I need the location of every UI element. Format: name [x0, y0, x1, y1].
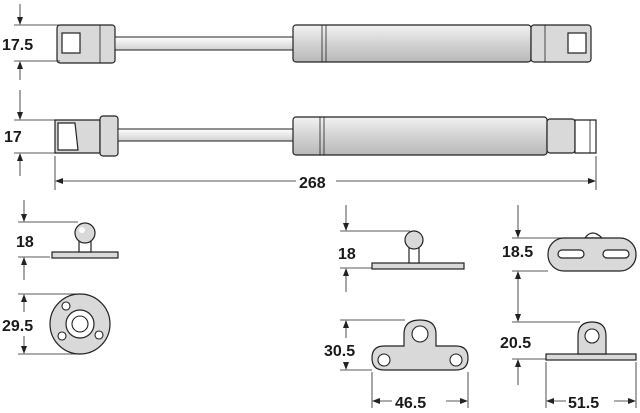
dim-label-17: 17	[4, 129, 22, 146]
dim-right-bracket-width: 51.5	[545, 362, 637, 412]
strut-top-left-socket	[61, 32, 81, 54]
ball-stud-plate	[51, 222, 119, 259]
strut-bottom-rod	[117, 128, 297, 142]
slotted-bracket-slot-right	[602, 249, 630, 259]
flat-bracket-base	[371, 262, 465, 270]
dim-slotted-bracket-height: 18.5	[502, 205, 586, 300]
dim-flat-bracket-height: 18	[338, 205, 410, 292]
dim-label-17-5: 17.5	[2, 37, 33, 54]
flat-bracket-ball	[404, 230, 424, 250]
slotted-bracket-body	[547, 237, 637, 272]
slotted-bracket-slot-left	[557, 249, 585, 259]
round-plate	[49, 293, 111, 355]
dim-mid-bracket-width: 46.5	[371, 372, 469, 412]
dim-strut-length: 268	[54, 156, 597, 192]
dim-mid-bracket-height: 30.5	[324, 319, 405, 371]
dim-label-30-5: 30.5	[324, 343, 355, 360]
dim-label-18-left: 18	[16, 234, 34, 251]
strut-bottom-cylinder	[292, 116, 548, 156]
mid-bracket	[371, 319, 469, 371]
dim-round-plate-diameter: 29.5	[2, 293, 80, 355]
strut-top-rod	[114, 36, 296, 51]
mid-bracket-pivot-hole	[411, 325, 429, 343]
dim-label-46-5: 46.5	[395, 395, 426, 412]
round-plate-center-hole	[71, 315, 89, 333]
flat-ball-bracket	[371, 230, 465, 270]
ball-stud-base	[51, 251, 119, 259]
strut-top-right-socket	[567, 32, 587, 54]
dim-strut-top-height: 17.5	[2, 4, 60, 80]
dim-label-18-right: 18	[338, 246, 356, 263]
right-bracket-pivot-hole	[584, 328, 600, 344]
dim-label-51-5: 51.5	[568, 395, 599, 412]
right-bracket	[545, 321, 637, 361]
strut-top-cylinder	[292, 24, 532, 63]
dim-ball-stud-height: 18	[16, 200, 78, 280]
dim-right-bracket-height: 20.5	[500, 300, 580, 385]
dim-label-20-5: 20.5	[500, 335, 531, 352]
slotted-bracket	[547, 232, 637, 272]
right-bracket-base	[545, 353, 637, 361]
gas-strut-top	[56, 24, 592, 64]
gas-strut-bottom	[54, 115, 597, 157]
mid-bracket-body	[371, 319, 469, 371]
ball-stud-ball	[74, 222, 96, 244]
dim-label-268: 268	[299, 175, 326, 192]
strut-bottom-right-end	[546, 118, 576, 154]
dim-label-18-5: 18.5	[502, 244, 533, 261]
dim-label-29-5: 29.5	[2, 318, 33, 335]
dim-strut-bottom-height: 17	[4, 90, 58, 176]
